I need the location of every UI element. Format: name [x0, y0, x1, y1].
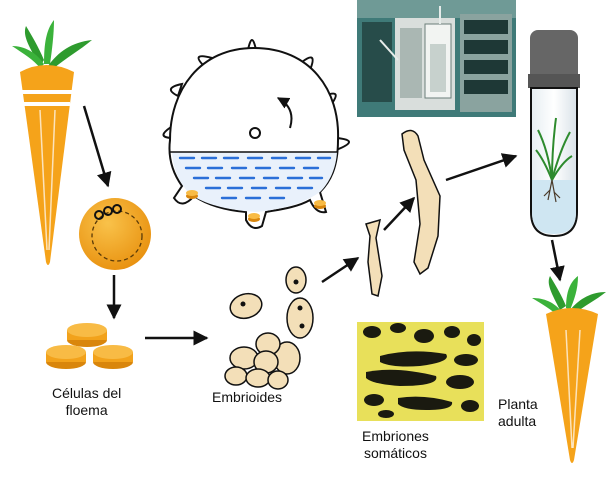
label-somatic-embryos-line2: somáticos	[363, 445, 427, 461]
arrow-embryo-to-seedling	[383, 196, 416, 231]
bioreactor-photo	[357, 0, 516, 117]
arrow-tube-to-adult	[549, 239, 565, 282]
label-somatic-embryos-line1: Embriones	[362, 428, 429, 444]
arrow-embryo-to-tube	[445, 153, 518, 182]
arrow-carrot-to-cell	[82, 105, 112, 188]
phloem-cell-icon	[79, 198, 151, 270]
elongated-embryo-large	[401, 129, 441, 276]
adult-carrot-icon	[532, 276, 606, 463]
source-carrot-icon	[12, 20, 92, 265]
label-adult-plant-line2: adulta	[498, 413, 537, 429]
elongated-embryo-small	[365, 218, 383, 297]
phloem-cell-discs-icon	[46, 323, 133, 369]
label-phloem-cells: Células del floema	[52, 385, 121, 419]
embryoid-nuclei	[240, 279, 305, 329]
label-adult-plant: Planta adulta	[498, 396, 538, 430]
culture-flask-icon	[162, 39, 350, 229]
arrow-embryoids-to-embryo	[321, 256, 360, 284]
label-phloem-cells-line2: floema	[65, 402, 108, 418]
test-tube-plantlet-icon	[528, 30, 580, 238]
embryoids-cluster-icon	[224, 266, 314, 390]
label-somatic-embryos: Embriones somáticos	[362, 428, 429, 462]
somatic-embryo-micrograph	[357, 322, 484, 421]
label-adult-plant-line1: Planta	[498, 396, 538, 412]
label-phloem-cells-line1: Células del	[52, 385, 122, 401]
label-embryoids: Embrioides	[212, 389, 283, 405]
